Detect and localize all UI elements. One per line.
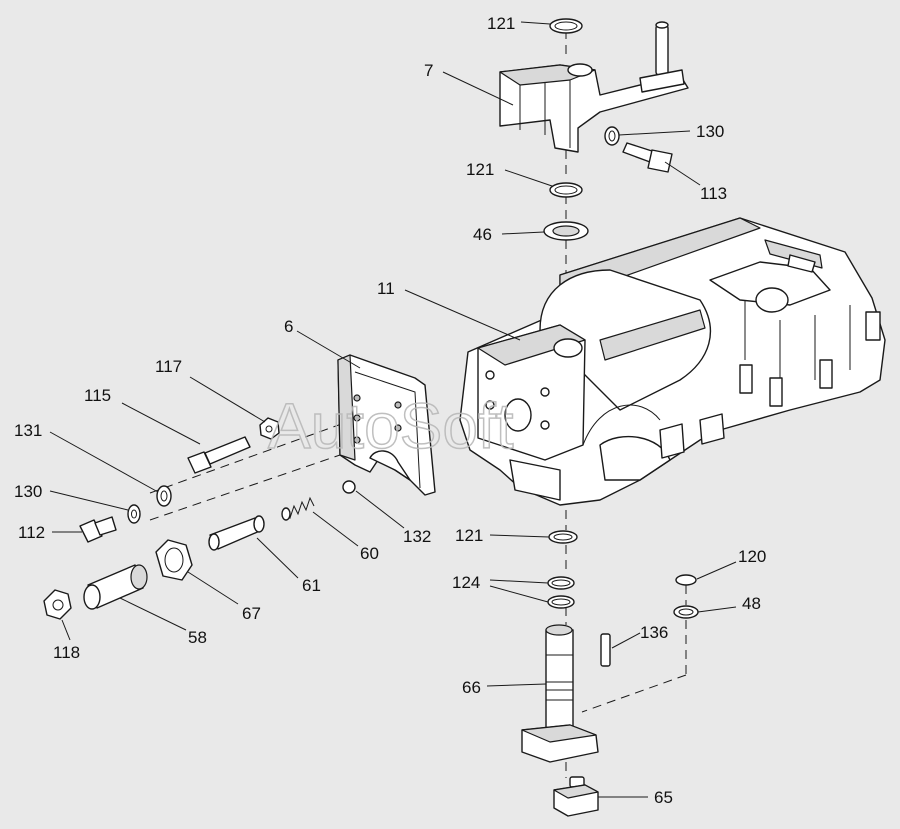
label-121-lower: 121 <box>455 526 483 545</box>
key-136 <box>600 633 611 667</box>
housing-11 <box>459 217 886 506</box>
watermark-text: AutoSoft <box>268 390 514 462</box>
label-60: 60 <box>360 544 379 563</box>
washer-131 <box>156 485 172 507</box>
bolt-115 <box>187 436 251 474</box>
label-117: 117 <box>155 357 182 376</box>
washer-130-left <box>127 504 141 524</box>
circlip-120 <box>675 574 697 586</box>
label-113: 113 <box>700 184 727 203</box>
circlip-121-top <box>549 18 583 34</box>
nut-118 <box>43 589 72 620</box>
label-61: 61 <box>302 576 321 595</box>
label-120: 120 <box>738 547 766 566</box>
label-58: 58 <box>188 628 207 647</box>
circlip-121-lower <box>548 530 578 544</box>
label-130-left: 130 <box>14 482 42 501</box>
label-6: 6 <box>284 317 293 336</box>
label-132: 132 <box>403 527 431 546</box>
shaft-66 <box>521 624 599 763</box>
leader-lines <box>49 21 737 798</box>
label-67: 67 <box>242 604 261 623</box>
bracket-6 <box>337 354 436 496</box>
ring-124-lower <box>547 595 575 609</box>
label-7: 7 <box>424 61 433 80</box>
washer-130-top <box>604 126 620 146</box>
label-66: 66 <box>462 678 481 697</box>
label-115: 115 <box>84 386 111 405</box>
part-labels: 121 7 130 113 121 46 11 6 117 115 131 13… <box>14 14 766 807</box>
ring-124-upper <box>547 576 575 590</box>
plunger-61 <box>208 515 265 551</box>
label-131: 131 <box>14 421 42 440</box>
label-121-top: 121 <box>487 14 515 33</box>
lever-7 <box>499 21 689 153</box>
label-65: 65 <box>654 788 673 807</box>
pad-65 <box>553 776 599 817</box>
bushing-58 <box>83 564 148 610</box>
label-124: 124 <box>452 573 480 592</box>
label-121-middle: 121 <box>466 160 494 179</box>
label-136: 136 <box>640 623 668 642</box>
nut-117 <box>259 417 280 440</box>
washer-48 <box>673 605 699 619</box>
bolt-112 <box>79 516 117 543</box>
label-48: 48 <box>742 594 761 613</box>
bolt-113 <box>622 142 673 173</box>
label-112: 112 <box>18 523 45 542</box>
label-130-top: 130 <box>696 122 724 141</box>
label-46: 46 <box>473 225 492 244</box>
nut-67 <box>155 539 193 581</box>
ball-132 <box>342 480 356 494</box>
washer-46 <box>543 221 589 241</box>
label-11: 11 <box>377 279 395 298</box>
label-118: 118 <box>53 643 80 662</box>
circlip-121-middle <box>549 182 583 198</box>
spring-60 <box>281 496 315 521</box>
